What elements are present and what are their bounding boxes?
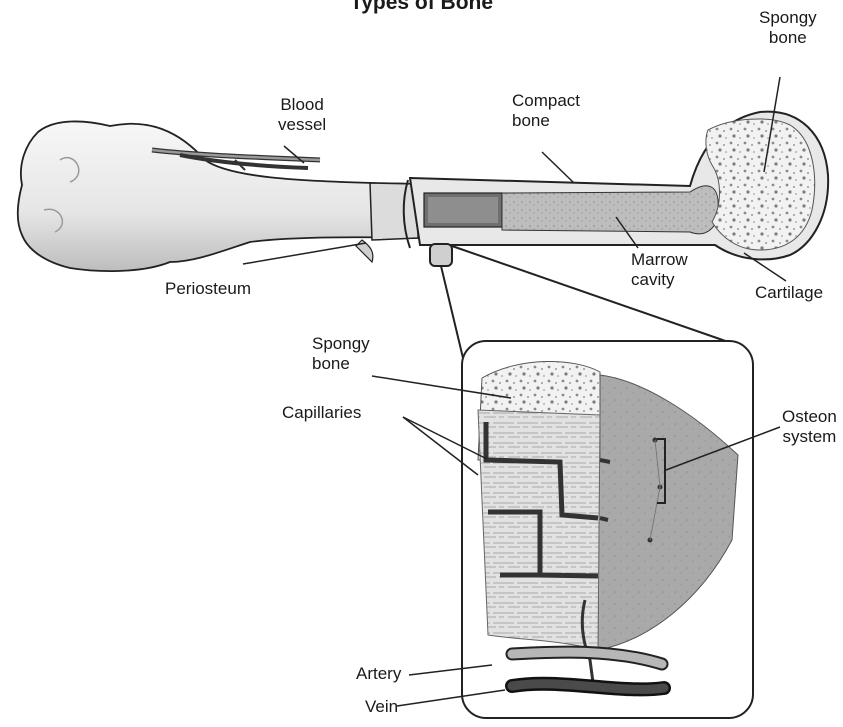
label-periosteum: Periosteum bbox=[165, 279, 251, 299]
zoom-line-left bbox=[441, 266, 463, 358]
label-vein: Vein bbox=[365, 697, 398, 717]
label-capillaries: Capillaries bbox=[282, 403, 361, 423]
bone-cutaway bbox=[404, 112, 828, 260]
label-cartilage: Cartilage bbox=[755, 283, 823, 303]
vein-shape bbox=[512, 684, 664, 690]
label-artery: Artery bbox=[356, 664, 401, 684]
diagram-title: Types of Bone bbox=[0, 0, 843, 15]
magnify-region-box bbox=[430, 244, 452, 266]
zoom-line-right bbox=[452, 246, 737, 345]
